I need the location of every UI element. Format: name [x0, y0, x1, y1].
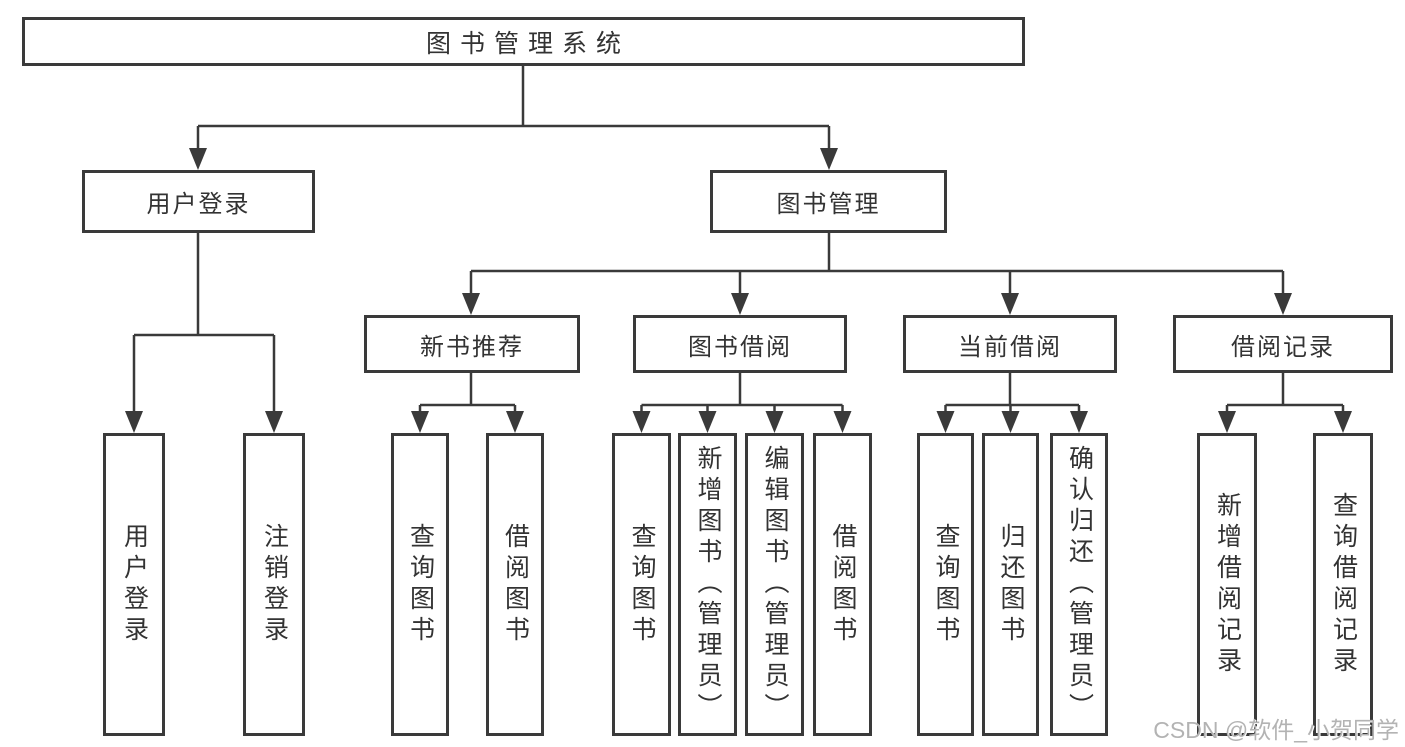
node-label: 当前借阅 [958, 333, 1062, 361]
csdn-watermark: CSDN @软件_小贺同学 [1153, 717, 1399, 743]
leaf-label: 确认归还（管理员） [1065, 445, 1094, 724]
leaf-logout: 注销登录 [243, 433, 305, 736]
leaf-label: 借阅图书 [501, 522, 530, 647]
leaf-borrowing-edit-books-admin: 编辑图书（管理员） [745, 433, 804, 736]
leaf-label: 新增借阅记录 [1213, 491, 1242, 678]
node-new-book-recommend: 新书推荐 [364, 315, 580, 373]
leaf-label: 新增图书（管理员） [694, 445, 722, 724]
leaf-label: 归还图书 [997, 522, 1025, 647]
leaf-label: 查询借阅记录 [1329, 491, 1358, 678]
leaf-label: 查询图书 [932, 522, 960, 647]
leaf-record-add-borrow-record: 新增借阅记录 [1197, 433, 1257, 736]
leaf-user-login: 用户登录 [103, 433, 165, 736]
leaf-newbook-borrow-books: 借阅图书 [486, 433, 544, 736]
leaf-label: 查询图书 [628, 522, 656, 647]
leaf-label: 注销登录 [260, 522, 289, 647]
leaf-current-return-books: 归还图书 [982, 433, 1039, 736]
node-book-borrowing: 图书借阅 [633, 315, 847, 373]
leaf-label: 用户登录 [120, 522, 149, 647]
node-label: 图书借阅 [688, 333, 792, 361]
leaf-borrowing-query-books: 查询图书 [612, 433, 671, 736]
node-book-management: 图书管理 [710, 170, 947, 233]
leaf-record-query-borrow-record: 查询借阅记录 [1313, 433, 1373, 736]
leaf-current-confirm-return-admin: 确认归还（管理员） [1050, 433, 1108, 736]
leaf-borrowing-add-books-admin: 新增图书（管理员） [678, 433, 737, 736]
leaf-borrowing-borrow-books: 借阅图书 [813, 433, 872, 736]
node-user-login: 用户登录 [82, 170, 315, 233]
leaf-label: 借阅图书 [829, 522, 857, 647]
node-label: 借阅记录 [1231, 333, 1335, 361]
node-current-borrowing: 当前借阅 [903, 315, 1117, 373]
leaf-label: 查询图书 [406, 522, 435, 647]
node-borrowing-records: 借阅记录 [1173, 315, 1393, 373]
node-label: 用户登录 [146, 191, 251, 218]
leaf-current-query-books: 查询图书 [917, 433, 974, 736]
leaf-newbook-query-books: 查询图书 [391, 433, 449, 736]
leaf-label: 编辑图书（管理员） [761, 445, 789, 724]
node-label: 图书管理系统 [425, 29, 630, 58]
node-label: 新书推荐 [420, 333, 524, 361]
node-library-management-system: 图书管理系统 [22, 17, 1025, 66]
node-label: 图书管理 [776, 191, 881, 218]
